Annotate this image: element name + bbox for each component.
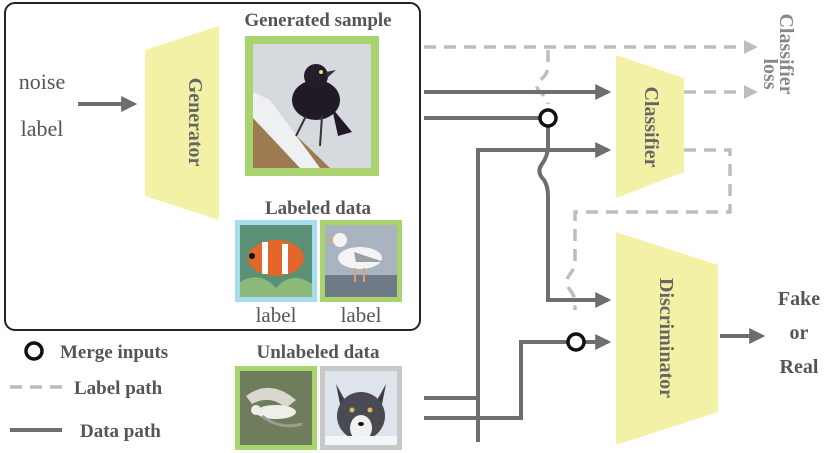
bird-image xyxy=(253,44,371,168)
clownfish-image xyxy=(240,225,312,297)
flying-gull-image xyxy=(240,371,312,445)
label-input-label: label xyxy=(21,116,64,141)
label-path-cross xyxy=(535,50,550,105)
unlabeled-to-discriminator xyxy=(424,334,612,420)
merge-circle-classifier xyxy=(538,108,558,128)
legend-merge-text: Merge inputs xyxy=(60,342,168,363)
classifier-loss-line1: Classifier xyxy=(775,13,797,94)
noise-label: noise xyxy=(19,69,65,94)
generator-label: Generator xyxy=(184,78,206,167)
label-paths xyxy=(424,40,758,310)
wolf-image xyxy=(325,371,397,445)
legend-data-path-text: Data path xyxy=(80,421,161,442)
labeled-to-classifier xyxy=(476,142,612,442)
classifier-loss-line2: loss xyxy=(759,58,781,89)
discriminator-block xyxy=(616,232,718,445)
generator-panel-frame xyxy=(4,2,421,331)
or-text: or xyxy=(790,322,809,344)
fake-text: Fake xyxy=(778,288,820,310)
legend-label-path-text: Label path xyxy=(74,378,163,399)
generated-sample-title: Generated sample xyxy=(244,10,391,31)
classifier-to-disc-label xyxy=(565,148,732,310)
seagull-image xyxy=(325,225,397,297)
image-label-right: label xyxy=(341,303,382,327)
unlabeled-data-title: Unlabeled data xyxy=(257,342,380,363)
real-text: Real xyxy=(780,356,819,378)
discriminator-label: Discriminator xyxy=(655,278,677,398)
generator-block xyxy=(145,26,219,220)
merge-circle-discriminator xyxy=(566,332,586,352)
generated-to-discriminator xyxy=(424,116,612,308)
classifier-label: Classifier xyxy=(640,86,662,167)
labeled-data-title: Labeled data xyxy=(265,198,372,219)
data-paths xyxy=(424,84,766,442)
image-label-left: label xyxy=(256,303,297,327)
classifier-block xyxy=(616,55,684,198)
legend-merge-icon xyxy=(24,341,44,361)
